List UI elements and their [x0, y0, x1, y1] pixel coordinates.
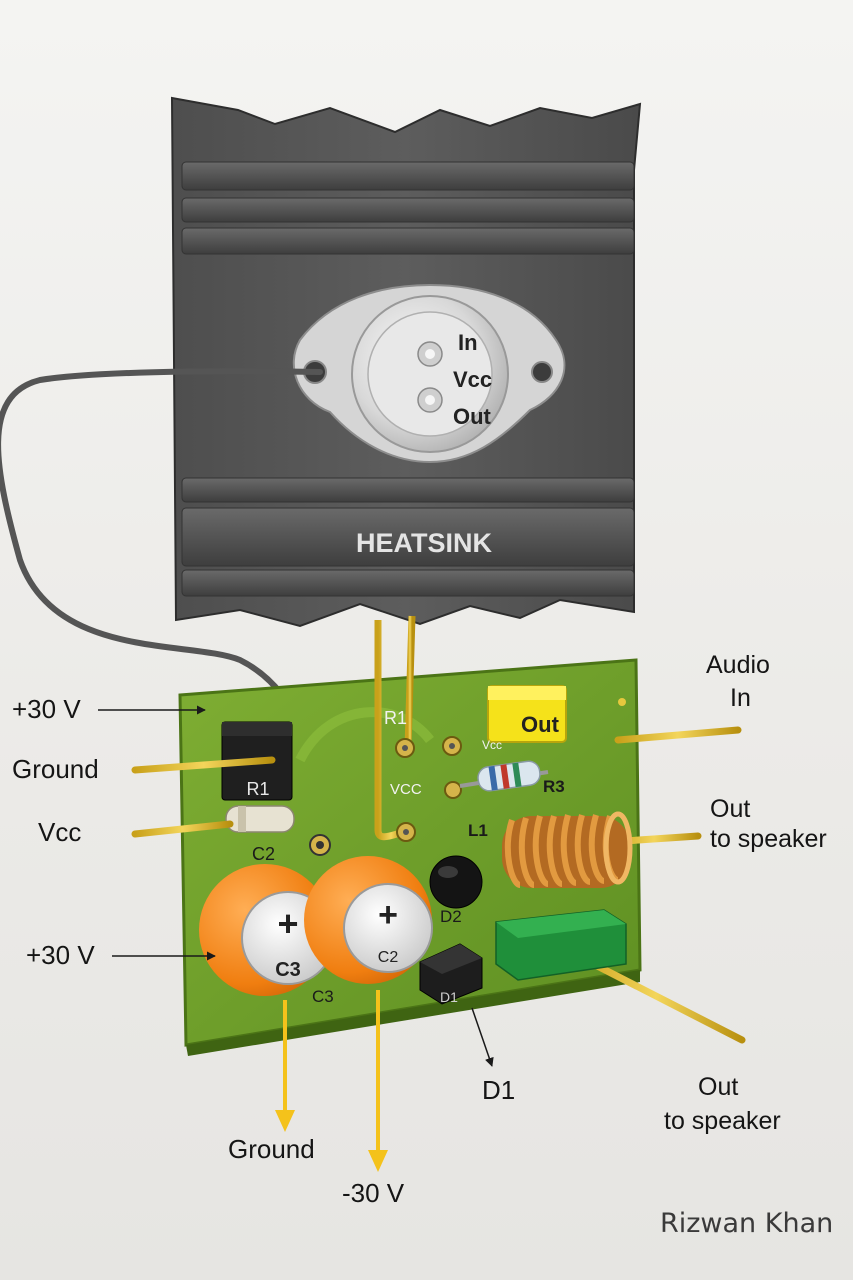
transistor-pin-vcc: Vcc [453, 367, 492, 392]
c2-plus: + [378, 896, 398, 934]
leader-lines [98, 705, 494, 1067]
label-out-speaker-2a: Out [698, 1073, 739, 1101]
transistor-legs [309, 610, 462, 856]
resistor-r3 [459, 760, 549, 792]
r1-label: R1 [246, 779, 269, 799]
power-transistor [292, 283, 566, 464]
label-out-speaker-1a: Out [710, 795, 751, 823]
capacitor-c2 [304, 856, 433, 984]
d2-label: D2 [440, 907, 462, 926]
d1-small-label: D1 [440, 989, 458, 1005]
c3-cap-label: C3 [275, 959, 301, 981]
out-block-label: Out [521, 712, 560, 737]
c3-board-label: C3 [312, 987, 334, 1006]
label-ground-left: Ground [12, 754, 99, 784]
audio-in-pin [614, 726, 742, 744]
vcc-small-label: Vcc [482, 738, 502, 752]
yellow-arrows [275, 990, 388, 1172]
label-ground-bottom: Ground [228, 1134, 315, 1164]
l1-label: L1 [468, 821, 488, 840]
r1-top-label: R1 [384, 708, 407, 728]
label-out-speaker-2b: to speaker [664, 1107, 781, 1135]
c2-small-label: C2 [252, 844, 275, 864]
transistor-d2 [429, 855, 483, 909]
label-vcc-left: Vcc [38, 817, 82, 847]
transistor-pin-out: Out [453, 404, 492, 429]
out-block [487, 685, 567, 743]
small-capacitor-c2 [225, 805, 295, 833]
vcc-pin-label: VCC [390, 781, 422, 798]
label-audio-in-2: In [730, 684, 751, 712]
left-pins [131, 756, 276, 838]
label-plus30-bottom: +30 V [26, 940, 95, 970]
label-plus30-top: +30 V [12, 694, 81, 724]
r3-label: R3 [543, 777, 565, 796]
transistor-pin-in: In [458, 330, 478, 355]
c3-plus: + [277, 903, 298, 944]
label-out-speaker-1b: to speaker [710, 825, 827, 853]
label-d1: D1 [482, 1075, 516, 1105]
component-d1 [419, 943, 483, 1005]
signature: Rizwan Khan [660, 1208, 834, 1239]
label-minus30: -30 V [342, 1178, 405, 1208]
inductor-l1 [502, 811, 702, 888]
label-audio-in-1: Audio [706, 651, 770, 679]
green-block [495, 909, 746, 1044]
heatsink-label: HEATSINK [356, 528, 493, 558]
c2-cap-label: C2 [378, 949, 399, 966]
